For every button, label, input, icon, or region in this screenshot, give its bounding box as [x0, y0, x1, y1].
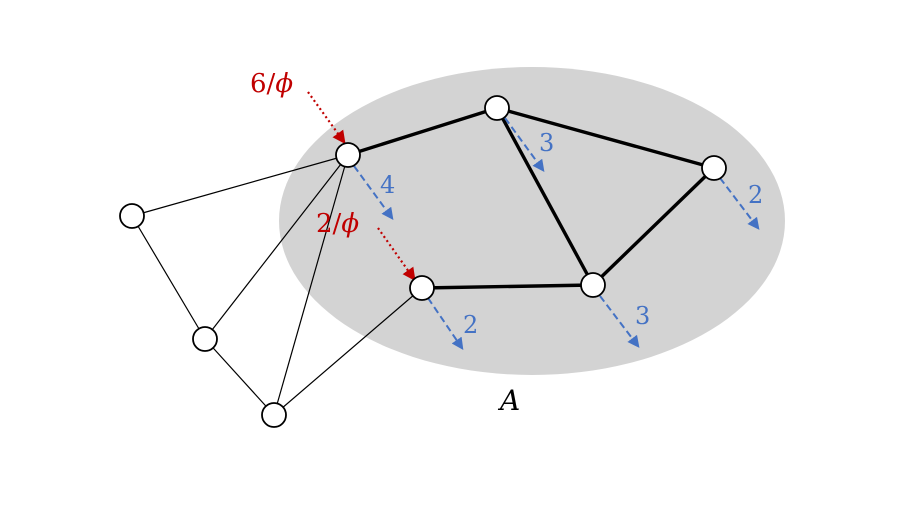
edge — [131, 215, 206, 340]
graph-node — [261, 402, 287, 428]
edge — [273, 154, 349, 416]
phi-symbol: ϕ — [341, 209, 359, 239]
outflow-label: 2 — [463, 311, 478, 339]
outflow-label: 3 — [539, 129, 554, 157]
graph-node — [484, 95, 510, 121]
inflow-label-num: 6/ — [250, 69, 276, 99]
graph-node — [119, 203, 145, 229]
red-arrows — [307, 91, 416, 282]
outflow-arrow — [427, 297, 464, 350]
edge — [131, 154, 349, 217]
edge — [495, 107, 595, 286]
graph-node — [192, 326, 218, 352]
edge — [273, 287, 423, 416]
set-a-region — [279, 67, 785, 375]
outflow-label: 4 — [380, 171, 395, 199]
graph-node — [580, 272, 606, 298]
inflow-label-num: 2/ — [316, 209, 342, 239]
edge — [204, 338, 275, 416]
thin-edges — [131, 154, 423, 416]
outflow-label: 2 — [748, 181, 763, 209]
graph-node — [335, 142, 361, 168]
edge — [204, 154, 349, 340]
inflow-label: 2/ϕ — [316, 209, 359, 239]
edge — [347, 106, 498, 157]
blue-arrows — [353, 117, 760, 350]
inflow-arrow — [307, 91, 346, 145]
nodes — [119, 95, 727, 428]
phi-symbol: ϕ — [275, 69, 293, 99]
inflow-arrow — [377, 227, 416, 282]
graph-node — [701, 155, 727, 181]
graph-node — [409, 275, 435, 301]
outflow-label: 3 — [635, 302, 650, 330]
edge — [421, 283, 594, 290]
edge — [496, 106, 715, 170]
edge — [591, 166, 716, 287]
thick-edges — [347, 106, 716, 290]
inflow-label: 6/ϕ — [250, 69, 293, 99]
set-label: A — [497, 384, 520, 417]
